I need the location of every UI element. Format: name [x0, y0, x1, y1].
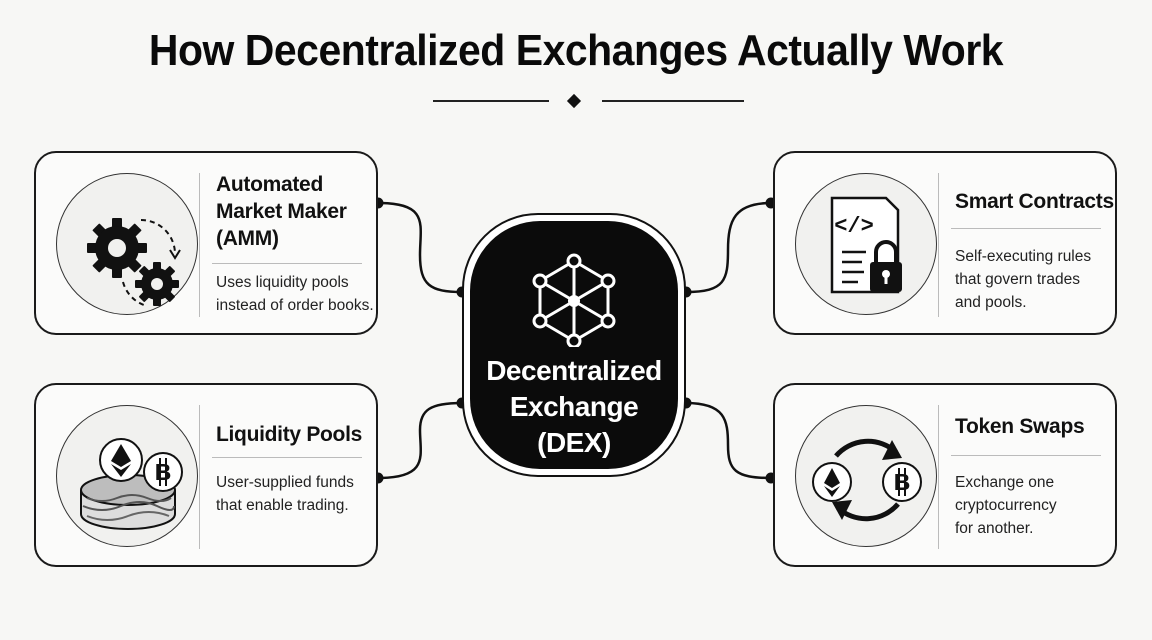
dex-hub-label-line: Decentralized [486, 355, 662, 386]
liquidity-pool-icon: B [80, 438, 183, 530]
pools-description: User-supplied funds that enable trading. [216, 471, 376, 517]
card-token-swaps: B Token Swaps Exchange one cryptocurrenc… [773, 383, 1117, 567]
card-heading-divider [951, 228, 1101, 229]
pools-heading: Liquidity Pools [216, 421, 380, 448]
dex-hub-label-line: (DEX) [537, 427, 611, 458]
swaps-icon-circle: B [795, 405, 937, 547]
card-smart-contracts: </> Smart Contracts Self-executing rules… [773, 151, 1117, 335]
svg-text:</>: </> [834, 214, 874, 239]
ethereum-coin-icon [99, 438, 143, 482]
card-heading-divider [212, 263, 362, 264]
connector-amm [377, 201, 463, 294]
connector-swaps [685, 401, 772, 480]
contracts-heading-line: Smart Contracts [955, 190, 1114, 213]
pools-heading-line: Liquidity Pools [216, 423, 362, 446]
code-document-lock-icon: </> [830, 196, 902, 294]
pools-desc-line: that enable trading. [216, 497, 349, 514]
contracts-desc-line: and pools. [955, 294, 1027, 311]
page-title: How Decentralized Exchanges Actually Wor… [148, 26, 1004, 75]
card-heading-divider [212, 457, 362, 458]
pools-icon-circle: B [56, 405, 198, 547]
svg-text:B: B [155, 459, 172, 485]
bitcoin-coin-icon: B [143, 452, 183, 492]
contracts-desc-line: that govern trades [955, 271, 1080, 288]
title-divider-right [602, 100, 744, 102]
swaps-desc-line: cryptocurrency [955, 497, 1057, 514]
amm-heading-line: (AMM) [216, 227, 279, 250]
swaps-heading-line: Token Swaps [955, 415, 1085, 438]
amm-heading-line: Market Maker [216, 200, 347, 223]
bitcoin-coin-icon: B [882, 462, 922, 502]
dex-hub-label-line: Exchange [509, 391, 639, 422]
contracts-icon-circle: </> [795, 173, 937, 315]
contracts-description: Self-executing rules that govern trades … [955, 245, 1115, 314]
amm-icon-circle [56, 173, 198, 315]
amm-desc-line: instead of order books. [216, 297, 374, 314]
swaps-desc-line: Exchange one [955, 474, 1055, 491]
swaps-desc-line: for another. [955, 520, 1034, 537]
title-divider-left [433, 100, 549, 102]
gears-icon [87, 218, 181, 307]
swaps-heading: Token Swaps [955, 413, 1119, 440]
swaps-description: Exchange one cryptocurrency for another. [955, 471, 1115, 540]
amm-heading: Automated Market Maker (AMM) [216, 171, 372, 252]
card-divider [199, 173, 200, 317]
card-divider [199, 405, 200, 549]
contracts-heading: Smart Contracts [955, 188, 1119, 215]
dex-hub: Decentralized Exchange (DEX) [462, 213, 686, 477]
card-heading-divider [951, 455, 1101, 456]
card-divider [938, 405, 939, 549]
amm-description: Uses liquidity pools instead of order bo… [216, 271, 376, 317]
card-amm: Automated Market Maker (AMM) Uses liquid… [34, 151, 378, 335]
amm-heading-line: Automated [216, 173, 323, 196]
swap-arrows-icon: B [812, 438, 922, 522]
contracts-desc-line: Self-executing rules [955, 248, 1092, 265]
dex-hub-label: Decentralized Exchange (DEX) [470, 353, 678, 461]
connector-pools [377, 401, 463, 480]
ethereum-coin-icon [812, 462, 852, 502]
connector-contracts [685, 201, 772, 294]
amm-desc-line: Uses liquidity pools [216, 274, 349, 291]
card-divider [938, 173, 939, 317]
network-cube-icon [532, 253, 616, 347]
card-liquidity-pools: B Liquidity Pools User-supplied funds th… [34, 383, 378, 567]
dex-hub-inner: Decentralized Exchange (DEX) [470, 221, 678, 469]
svg-text:B: B [894, 469, 911, 495]
pools-desc-line: User-supplied funds [216, 474, 354, 491]
